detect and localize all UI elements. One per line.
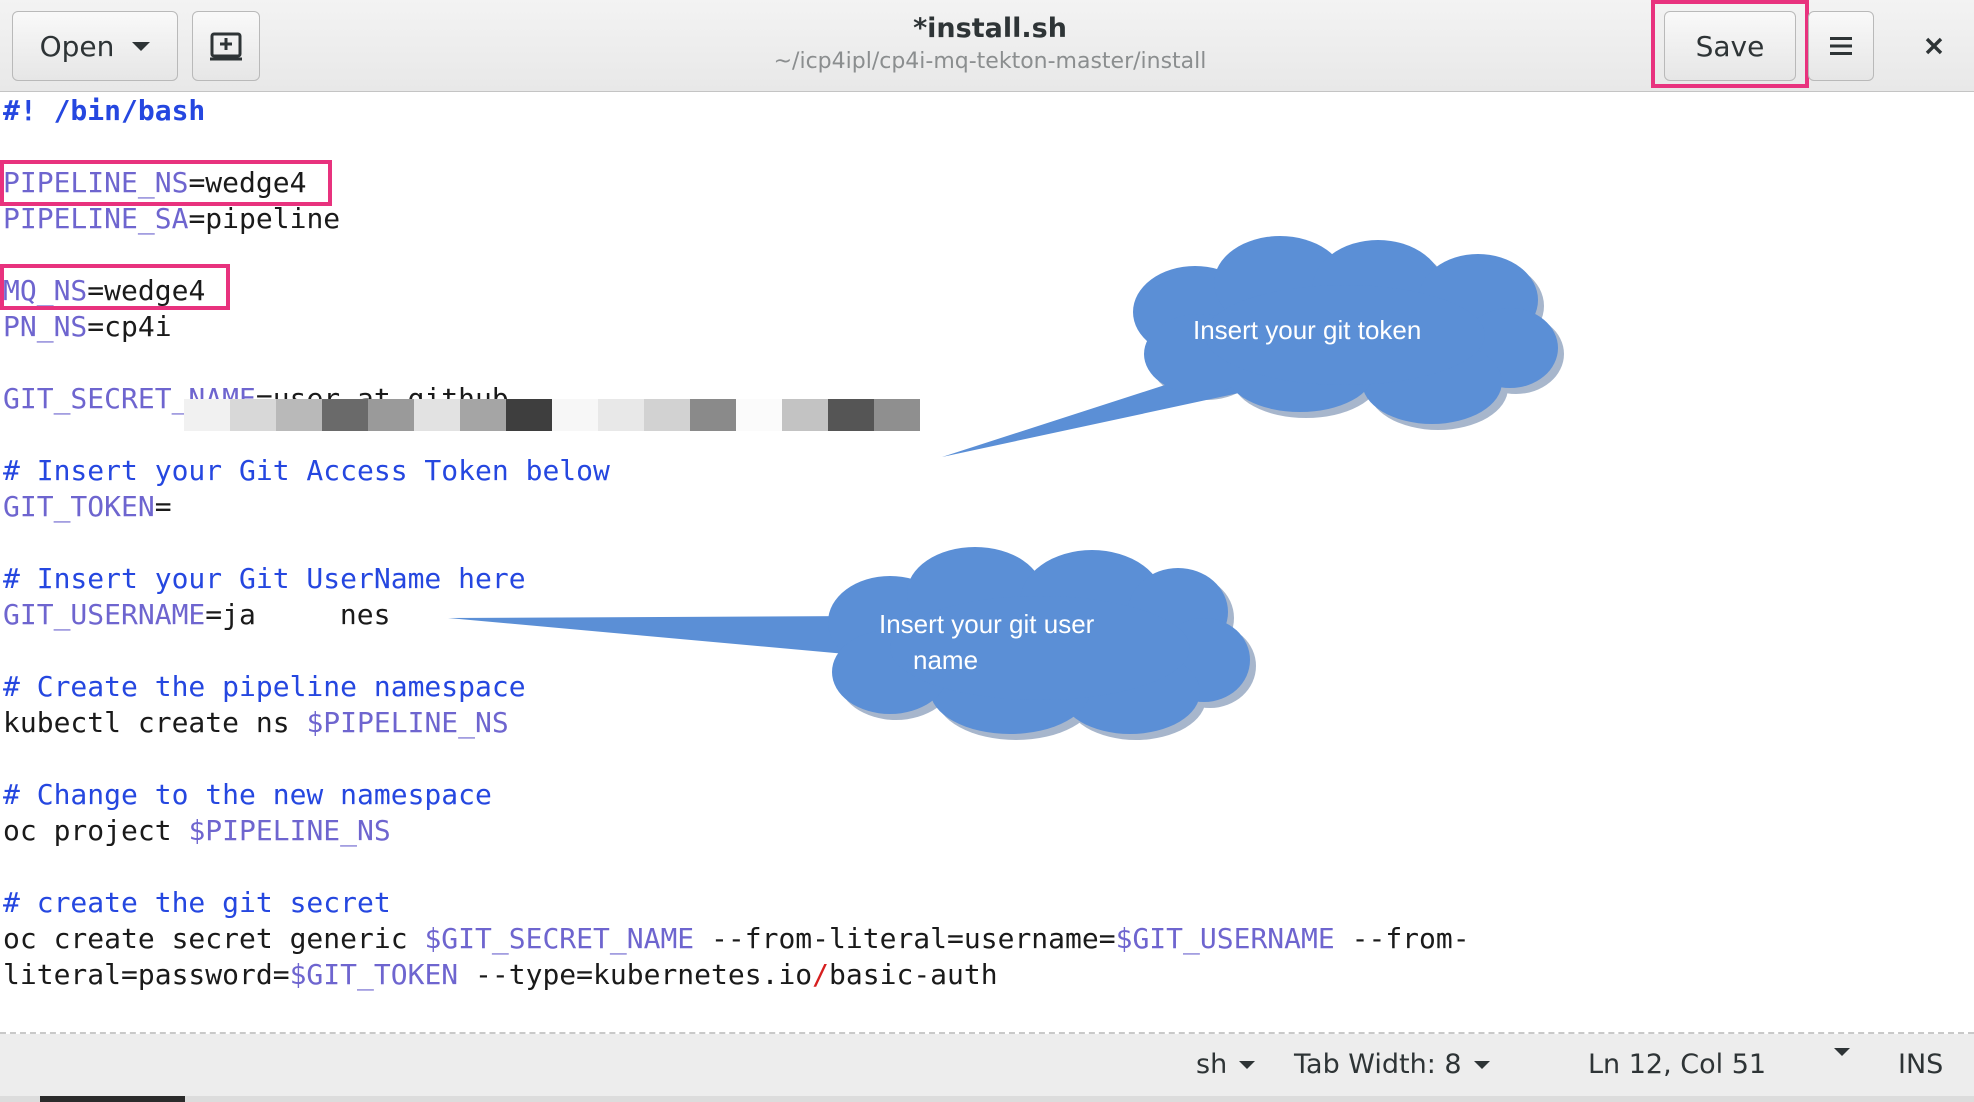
token-callout-text: Insert your git token bbox=[1193, 315, 1422, 345]
redaction-block bbox=[828, 399, 874, 431]
save-button-label: Save bbox=[1695, 29, 1765, 63]
position-dropdown[interactable] bbox=[1822, 1048, 1850, 1056]
redaction-block bbox=[184, 399, 230, 431]
redaction-block bbox=[552, 399, 598, 431]
redaction-block bbox=[230, 399, 276, 431]
close-button[interactable] bbox=[1908, 16, 1960, 76]
code-line-24: oc create secret generic $GIT_SECRET_NAM… bbox=[3, 922, 1470, 955]
save-button-highlight bbox=[1651, 0, 1809, 88]
chevron-down-icon bbox=[1473, 1061, 1490, 1069]
redaction-block bbox=[874, 399, 920, 431]
code-line-3: PIPELINE_NS=wedge4 bbox=[3, 166, 307, 199]
token-callout-cloud bbox=[942, 236, 1564, 457]
redaction-block bbox=[322, 399, 368, 431]
file-path: ~/icp4ipl/cp4i-mq-tekton-master/install bbox=[773, 49, 1207, 74]
code-line-4: PIPELINE_SA=pipeline bbox=[3, 202, 341, 235]
close-icon bbox=[1925, 37, 1943, 55]
window-title-area: *install.sh ~/icp4ipl/cp4i-mq-tekton-mas… bbox=[640, 10, 1340, 76]
taskbar-strip bbox=[0, 1096, 1974, 1102]
new-document-button[interactable] bbox=[192, 11, 260, 81]
redaction-block bbox=[690, 399, 736, 431]
editor-bottom-divider bbox=[0, 1032, 1974, 1034]
header-bar: Open *install.sh ~/icp4ipl/cp4i-mq-tekto… bbox=[0, 0, 1974, 92]
code-line-6: MQ_NS=wedge4 bbox=[3, 274, 206, 307]
code-line-20: # Change to the new namespace bbox=[3, 778, 492, 811]
insert-mode[interactable]: INS bbox=[1898, 1048, 1943, 1082]
language-label: sh bbox=[1196, 1049, 1228, 1080]
redaction-block bbox=[368, 399, 414, 431]
username-callout-line-1: Insert your git user bbox=[879, 609, 1095, 639]
redaction-block bbox=[506, 399, 552, 431]
chevron-down-icon bbox=[1834, 1048, 1850, 1056]
username-callout-line-2: name bbox=[913, 645, 979, 675]
hamburger-menu-icon bbox=[1830, 37, 1852, 55]
cursor-position-label: Ln 12, Col 51 bbox=[1588, 1049, 1767, 1080]
redaction-block bbox=[644, 399, 690, 431]
chevron-down-icon bbox=[132, 41, 151, 51]
code-line-24-wrap: literal=password=$GIT_TOKEN --type=kuber… bbox=[3, 958, 998, 991]
code-line-17: # Create the pipeline namespace bbox=[3, 670, 526, 703]
tab-width-selector[interactable]: Tab Width: 8 bbox=[1294, 1048, 1490, 1082]
mq-ns-highlight bbox=[0, 264, 230, 310]
language-selector[interactable]: sh bbox=[1196, 1048, 1256, 1082]
cursor-position[interactable]: Ln 12, Col 51 bbox=[1588, 1048, 1766, 1082]
redaction-block bbox=[276, 399, 322, 431]
save-button[interactable]: Save bbox=[1664, 11, 1796, 81]
window-title: *install.sh bbox=[913, 13, 1067, 44]
redaction-block bbox=[414, 399, 460, 431]
insert-mode-label: INS bbox=[1898, 1049, 1944, 1080]
menu-button[interactable] bbox=[1808, 11, 1874, 81]
redaction-block bbox=[598, 399, 644, 431]
taskbar-item bbox=[40, 1096, 185, 1102]
chevron-down-icon bbox=[1239, 1061, 1256, 1069]
redaction-block bbox=[782, 399, 828, 431]
open-button-label: Open bbox=[39, 29, 115, 63]
code-line-23: # create the git secret bbox=[3, 886, 391, 919]
open-button[interactable]: Open bbox=[12, 11, 178, 81]
code-line-7: PN_NS=cp4i bbox=[3, 310, 172, 343]
redacted-token bbox=[184, 399, 920, 431]
redaction-block bbox=[460, 399, 506, 431]
status-bar: sh Tab Width: 8 Ln 12, Col 51 INS bbox=[0, 1034, 1974, 1096]
code-line-14: # Insert your Git UserName here bbox=[3, 562, 526, 595]
code-line-1: #! /bin/bash bbox=[3, 94, 206, 127]
code-line-12: GIT_TOKEN= bbox=[3, 490, 172, 523]
redaction-block bbox=[736, 399, 782, 431]
code-line-18: kubectl create ns $PIPELINE_NS bbox=[3, 706, 509, 739]
tab-width-label: Tab Width: 8 bbox=[1294, 1049, 1462, 1080]
new-document-icon bbox=[210, 32, 242, 61]
code-line-11: # Insert your Git Access Token below bbox=[3, 454, 610, 487]
username-callout-cloud bbox=[448, 547, 1256, 740]
code-line-21: oc project $PIPELINE_NS bbox=[3, 814, 391, 847]
pipeline-ns-highlight bbox=[0, 160, 332, 206]
